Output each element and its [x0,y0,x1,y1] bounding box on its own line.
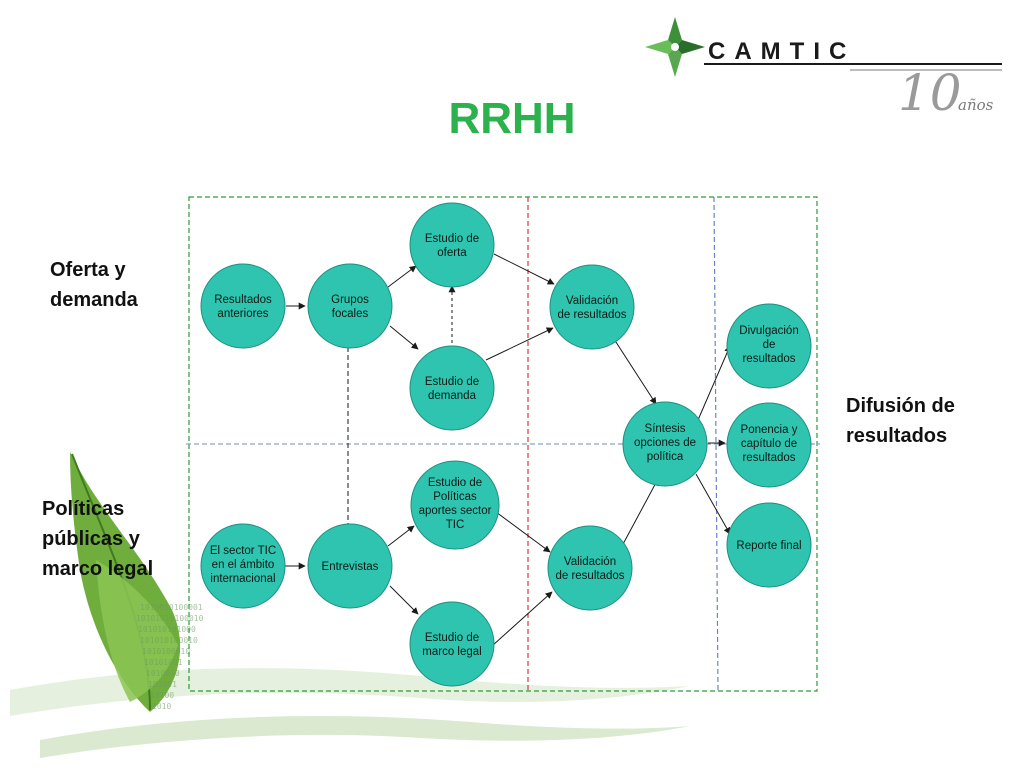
svg-text:101010101000: 101010101000 [138,625,196,634]
svg-text:10101001: 10101001 [144,658,183,667]
svg-text:1010: 1010 [152,702,171,711]
node-reporte-final: Reporte final [726,502,812,588]
svg-text:Reporte final: Reporte final [736,540,801,552]
page-title: RRHH [448,94,576,143]
svg-text:101001: 101001 [148,680,177,689]
edge-validacion2-sintesis [621,478,659,547]
edge-sintesis-divulgacion [697,345,731,421]
svg-text:10101010100010: 10101010100010 [136,614,204,623]
svg-text:1010100010: 1010100010 [142,647,190,656]
svg-text:101010100010: 101010100010 [140,636,198,645]
label-oferta-demanda: Oferta y demanda [50,259,138,311]
logo-years-word: años [958,96,994,114]
edge-politicas-validacion [495,511,551,553]
leaf-decoration: 1010010100001 10101010100010 10101010100… [10,452,690,758]
edge-demanda-validacion [485,327,554,361]
star-logo-icon [645,17,705,77]
edge-entrevistas-marco [389,585,419,615]
edge-sintesis-reporte [695,473,731,535]
label-politicas-publicas: Políticas públicas y marco legal [42,498,154,580]
svg-text:1010010100001: 1010010100001 [140,603,203,612]
label-difusion-resultados: Difusión de resultados [846,395,955,447]
edge-validacion-sintesis [613,338,657,405]
logo-years: 10 [898,64,962,122]
logo-text: CAMTIC [708,38,855,65]
blue-divider [713,196,719,692]
svg-text:1010010: 1010010 [146,669,180,678]
edge-grupos-demanda [389,325,419,350]
edge-entrevistas-politicas [387,525,415,547]
edge-grupos-oferta [387,265,417,288]
svg-text:10100: 10100 [150,691,174,700]
binary-art: 1010010100001 10101010100010 10101010100… [136,603,204,711]
svg-text:Entrevistas: Entrevistas [322,561,379,573]
edge-marco-validacion [491,591,553,647]
node-entrevistas: Entrevistas [307,523,393,609]
camtic-logo: CAMTIC 10 años [645,17,1002,122]
edge-oferta-validacion [493,253,555,285]
